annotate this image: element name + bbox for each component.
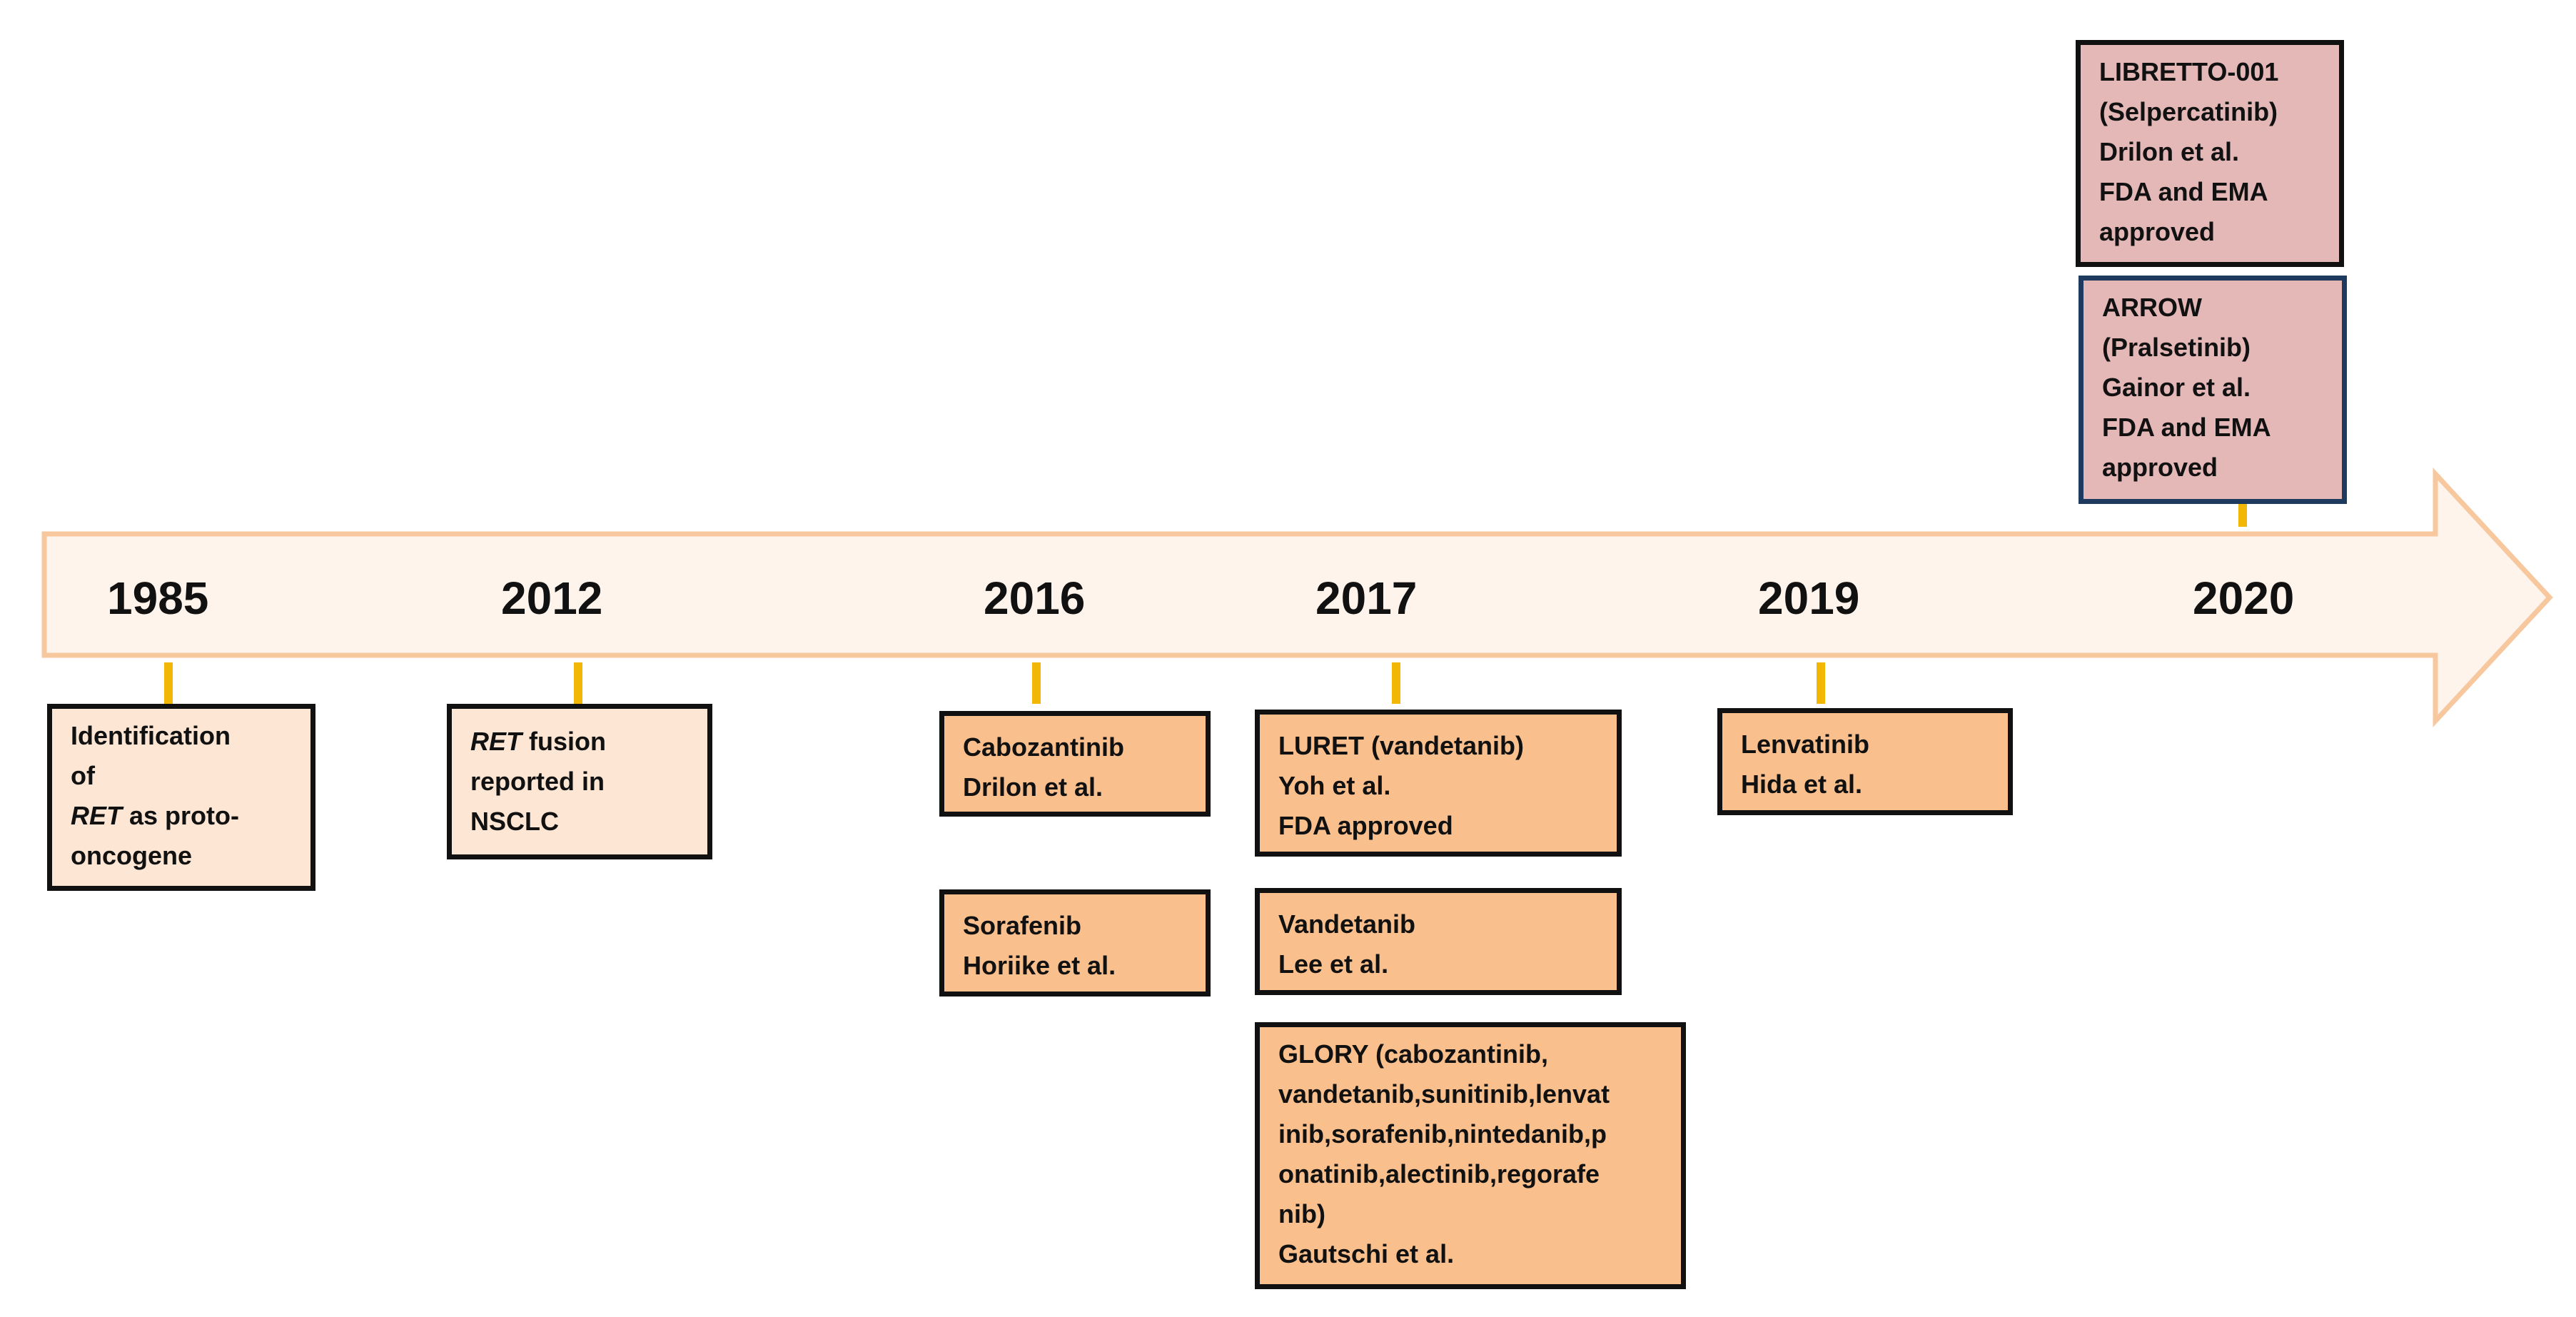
event-text: Cabozantinib	[963, 732, 1124, 762]
event-text: LIBRETTO-001	[2099, 57, 2279, 86]
event-text: inib,sorafenib,nintedanib,p	[1278, 1119, 1607, 1149]
event-box-2016-sorafenib: Sorafenib Horiike et al.	[939, 889, 1211, 996]
event-text: oncogene	[71, 841, 193, 870]
year-2016: 2016	[984, 572, 1086, 624]
event-text: ARROW	[2102, 293, 2202, 322]
event-text: approved	[2102, 453, 2218, 482]
event-text: RET fusion	[470, 722, 689, 762]
event-text: LURET (vandetanib)	[1278, 731, 1525, 760]
year-2019: 2019	[1758, 572, 1860, 624]
event-text: (Selpercatinib)	[2099, 97, 2278, 126]
event-text: Hida et al.	[1741, 769, 1863, 799]
event-text: Gainor et al.	[2102, 373, 2251, 402]
event-text: approved	[2099, 217, 2216, 246]
tick-2017	[1392, 662, 1400, 704]
event-text: Lee et al.	[1278, 949, 1389, 979]
year-2012: 2012	[501, 572, 603, 624]
gene-name: RET	[470, 727, 522, 756]
event-text: Identification	[71, 721, 231, 750]
event-text: Lenvatinib	[1741, 730, 1870, 759]
event-text: Sorafenib	[963, 911, 1082, 940]
event-box-2020-libretto: LIBRETTO-001 (Selpercatinib) Drilon et a…	[2076, 40, 2344, 267]
event-text: Yoh et al.	[1278, 771, 1391, 800]
event-box-2017-vandetanib: Vandetanib Lee et al.	[1255, 888, 1622, 995]
event-text: Vandetanib	[1278, 909, 1416, 939]
tick-2016	[1032, 662, 1041, 704]
event-box-2017-glory: GLORY (cabozantinib, vandetanib,sunitini…	[1255, 1022, 1686, 1289]
event-text: RET as proto-	[71, 796, 292, 836]
event-text: GLORY (cabozantinib,	[1278, 1039, 1549, 1069]
event-box-2019-lenvatinib: Lenvatinib Hida et al.	[1717, 708, 2013, 815]
event-text: NSCLC	[470, 807, 559, 836]
event-text: onatinib,alectinib,regorafe	[1278, 1159, 1600, 1189]
year-2020: 2020	[2193, 572, 2295, 624]
event-text: Drilon et al.	[2099, 137, 2240, 166]
event-text: vandetanib,sunitinib,lenvat	[1278, 1079, 1610, 1109]
event-text: Drilon et al.	[963, 772, 1103, 802]
gene-name: RET	[71, 801, 122, 830]
event-box-2016-cabozantinib: Cabozantinib Drilon et al.	[939, 711, 1211, 817]
year-2017: 2017	[1315, 572, 1418, 624]
event-box-2020-arrow: ARROW (Pralsetinib) Gainor et al. FDA an…	[2079, 276, 2347, 504]
event-box-1985: Identification of RET as proto- oncogene	[47, 704, 315, 891]
event-text: FDA approved	[1278, 811, 1453, 840]
tick-1985	[164, 662, 173, 704]
tick-2020	[2238, 504, 2247, 527]
event-box-2012: RET fusion reported in NSCLC	[447, 704, 712, 859]
timeline-arrow-shape	[41, 468, 2553, 727]
event-text: reported in	[470, 767, 605, 796]
event-text: of	[71, 761, 95, 790]
event-text: Horiike et al.	[963, 951, 1116, 980]
event-box-2017-luret: LURET (vandetanib) Yoh et al. FDA approv…	[1255, 710, 1622, 857]
tick-2012	[574, 662, 582, 704]
tick-2019	[1817, 662, 1825, 704]
event-text: FDA and EMA	[2099, 177, 2268, 206]
event-text: Gautschi et al.	[1278, 1239, 1455, 1268]
event-text: as proto-	[122, 801, 240, 830]
event-text: fusion	[522, 727, 606, 756]
event-text: FDA and EMA	[2102, 413, 2271, 442]
event-text: (Pralsetinib)	[2102, 333, 2251, 362]
year-1985: 1985	[107, 572, 209, 624]
event-text: nib)	[1278, 1199, 1325, 1228]
